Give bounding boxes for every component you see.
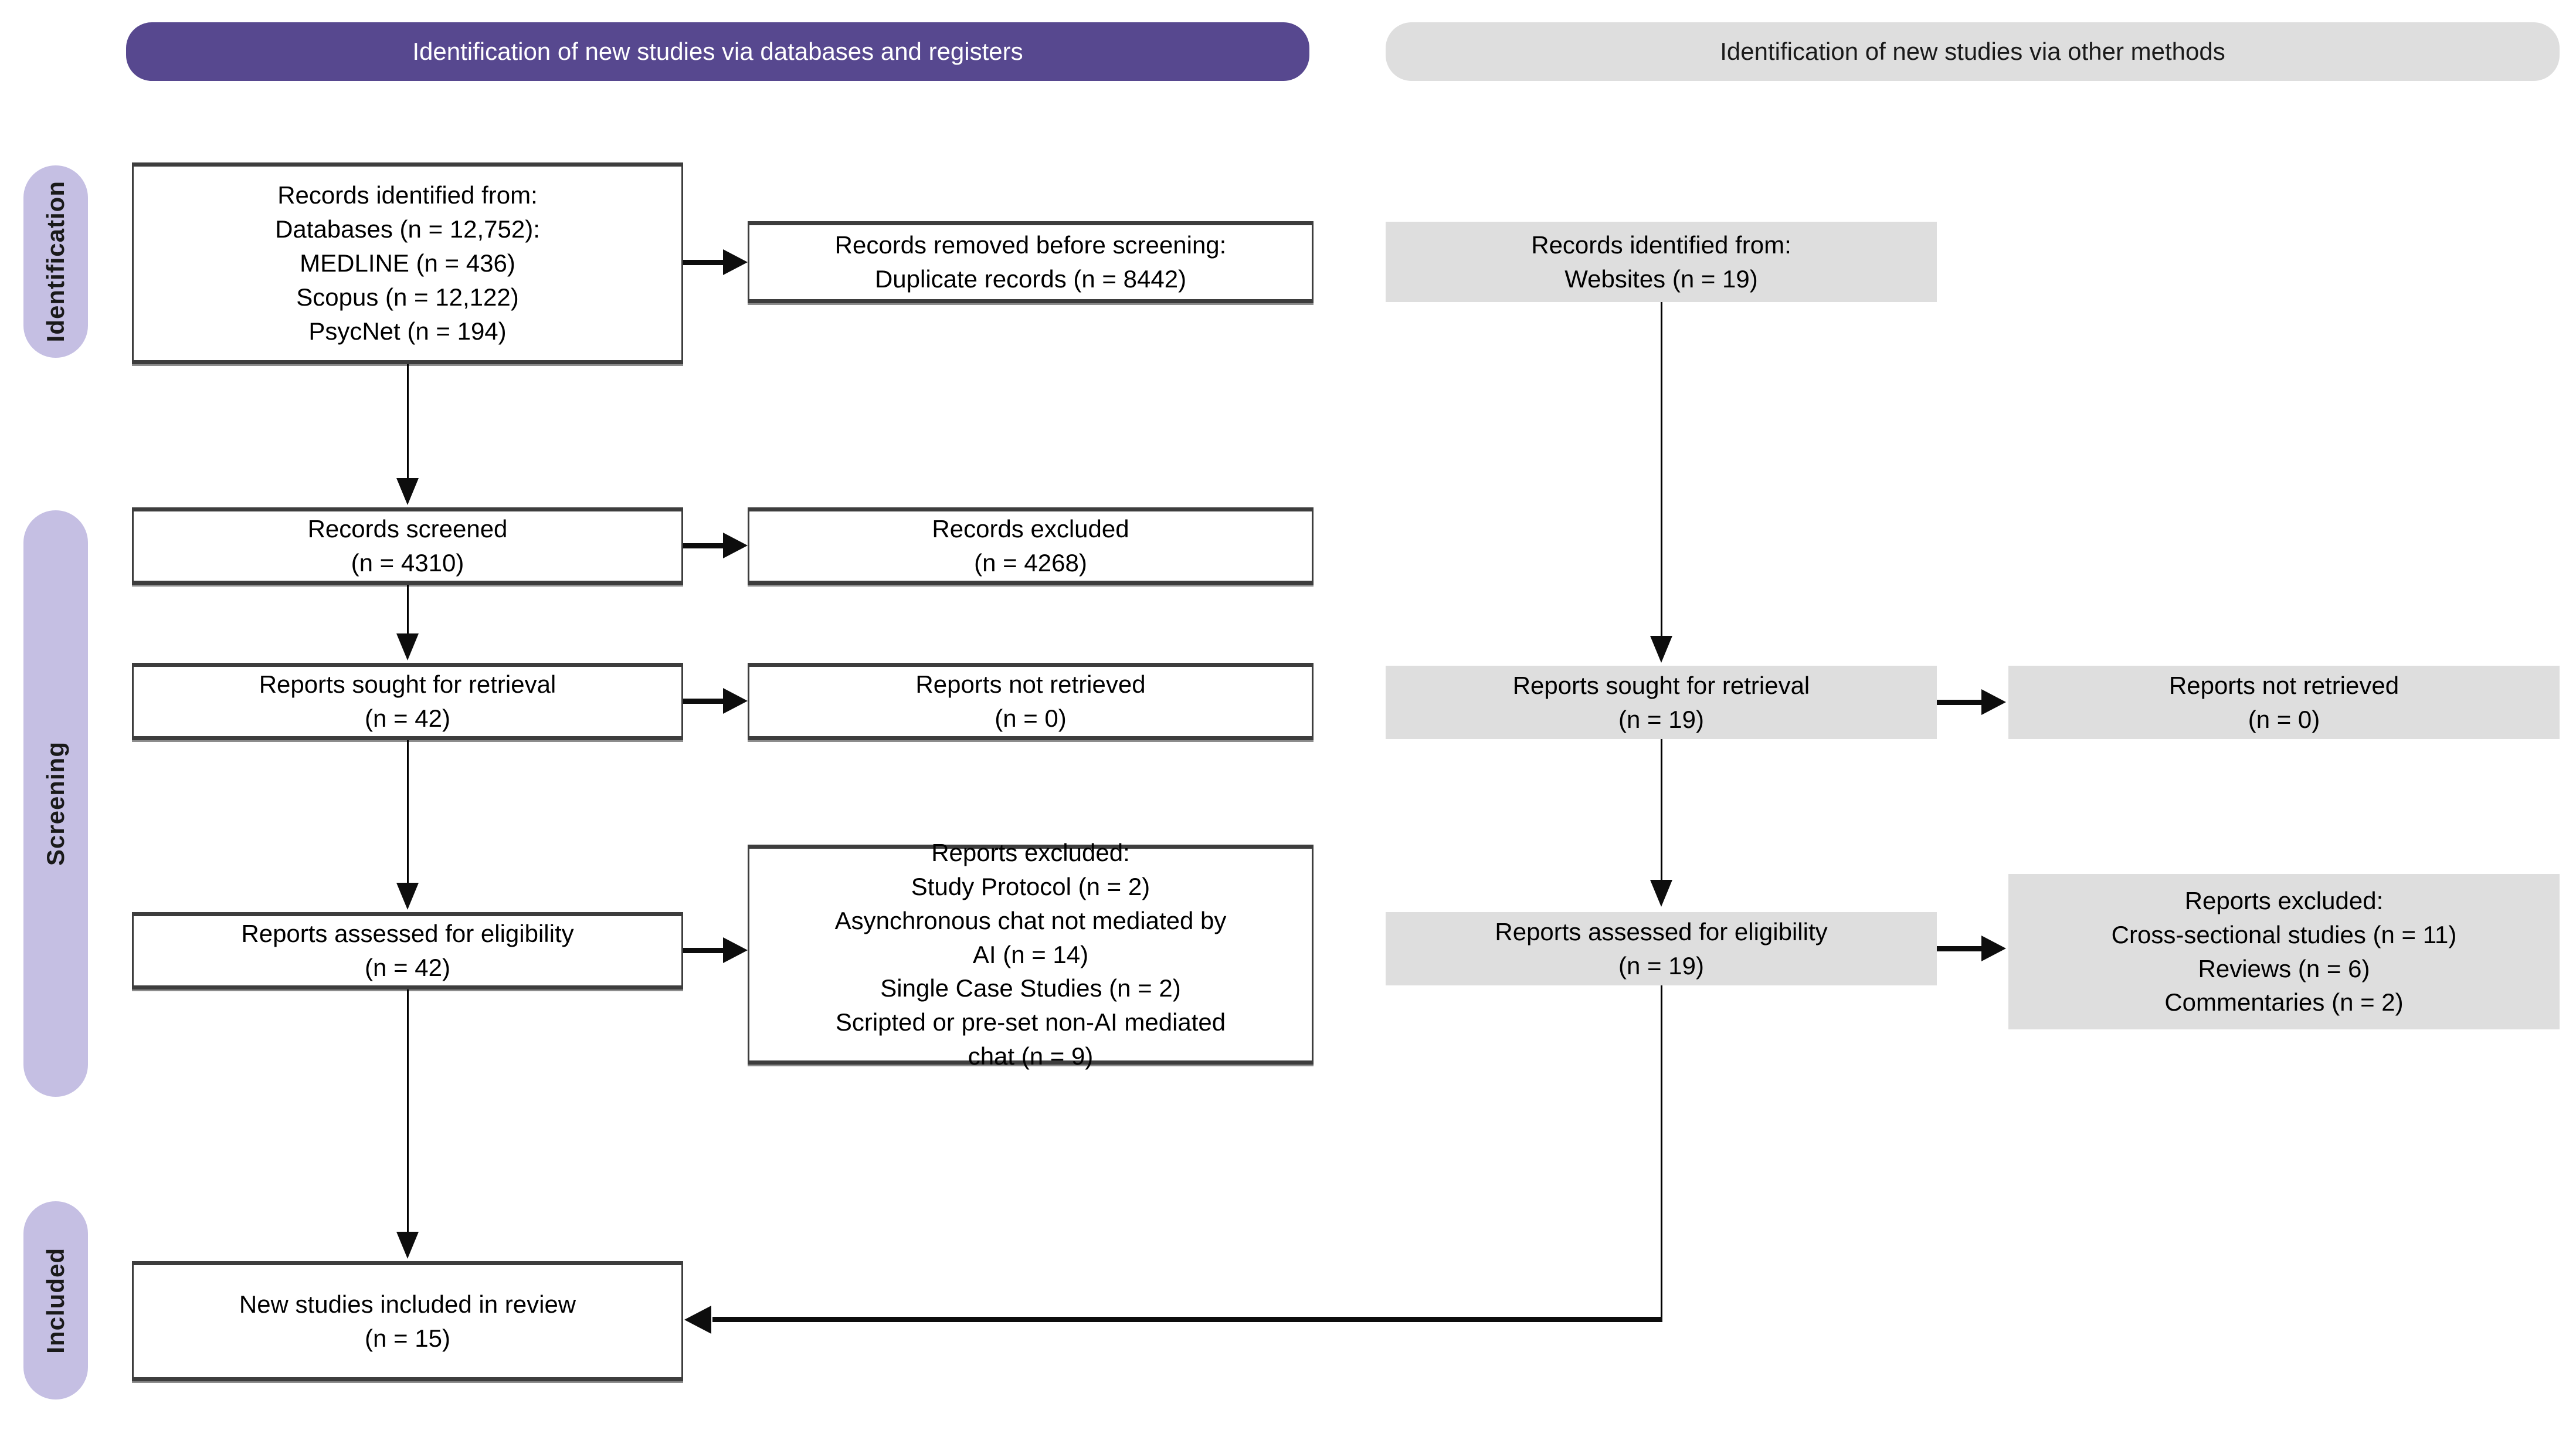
connector-websites-to-sought <box>1661 302 1662 639</box>
box-other-reports-sought-text: Reports sought for retrieval (n = 19) <box>1512 671 1810 733</box>
box-records-screened-text: Records screened (n = 4310) <box>307 515 508 577</box>
stage-label-identification: Identification <box>42 181 69 343</box>
box-records-removed: Records removed before screening: Duplic… <box>748 221 1314 303</box>
connector-screened-to-excluded <box>683 543 725 548</box>
connector-assessed-to-included <box>407 990 409 1236</box>
box-reports-assessed-text: Reports assessed for eligibility (n = 42… <box>241 920 574 981</box>
box-reports-excluded: Reports excluded: Study Protocol (n = 2)… <box>748 839 1314 1070</box>
arrowhead-identified-to-removed <box>723 249 748 275</box>
arrowhead-assessed-to-excluded <box>723 937 748 963</box>
connector-other-sought-to-assessed <box>1661 739 1662 885</box>
box-records-removed-text: Records removed before screening: Duplic… <box>834 231 1227 293</box>
arrowhead-screened-to-sought <box>396 633 419 660</box>
box-records-identified: Records identified from: Databases (n = … <box>132 162 683 364</box>
arrowhead-other-sought-to-not-retrieved <box>1981 689 2006 715</box>
arrowhead-other-sought-to-assessed <box>1650 880 1672 907</box>
box-other-reports-not-retrieved-text: Reports not retrieved (n = 0) <box>2168 671 2399 733</box>
connector-sought-to-not-retrieved <box>683 699 725 704</box>
box-records-identified-text: Records identified from: Databases (n = … <box>275 181 540 345</box>
arrowhead-other-assessed-to-excluded <box>1981 936 2006 961</box>
box-other-records-identified-text: Records identified from: Websites (n = 1… <box>1531 231 1791 293</box>
connector-other-sought-to-not-retrieved <box>1937 700 1984 705</box>
connector-sought-to-assessed <box>407 740 409 887</box>
box-other-reports-excluded: Reports excluded: Cross-sectional studie… <box>2008 874 2560 1029</box>
arrowhead-sought-to-assessed <box>396 883 419 910</box>
connector-assessed-to-excluded <box>683 948 725 953</box>
box-other-reports-sought: Reports sought for retrieval (n = 19) <box>1386 666 1937 739</box>
column-header-databases: Identification of new studies via databa… <box>126 22 1309 81</box>
stage-pill-identification: Identification <box>23 165 88 358</box>
box-other-reports-excluded-text: Reports excluded: Cross-sectional studie… <box>2111 886 2457 1016</box>
connector-screened-to-sought <box>407 585 409 638</box>
box-reports-assessed: Reports assessed for eligibility (n = 42… <box>132 912 683 990</box>
connector-other-assessed-down <box>1661 985 1662 1320</box>
box-reports-not-retrieved-text: Reports not retrieved (n = 0) <box>915 670 1146 732</box>
arrowhead-websites-to-sought <box>1650 636 1672 663</box>
box-new-studies-included-text: New studies included in review (n = 15) <box>239 1290 576 1352</box>
stage-label-included: Included <box>42 1247 69 1354</box>
box-other-reports-not-retrieved: Reports not retrieved (n = 0) <box>2008 666 2560 739</box>
arrowhead-other-to-included <box>684 1306 711 1334</box>
column-header-other-methods-label: Identification of new studies via other … <box>1720 37 2225 65</box>
box-new-studies-included: New studies included in review (n = 15) <box>132 1261 683 1381</box>
box-other-reports-assessed-text: Reports assessed for eligibility (n = 19… <box>1495 917 1828 980</box>
stage-pill-screening: Screening <box>23 510 88 1097</box>
column-header-databases-label: Identification of new studies via databa… <box>412 37 1023 65</box>
arrowhead-identified-to-screened <box>396 478 419 505</box>
arrowhead-sought-to-not-retrieved <box>723 688 748 714</box>
box-other-records-identified: Records identified from: Websites (n = 1… <box>1386 222 1937 302</box>
connector-other-assessed-to-excluded <box>1937 946 1984 951</box>
connector-other-to-included-horizontal <box>712 1317 1662 1322</box>
box-reports-sought: Reports sought for retrieval (n = 42) <box>132 663 683 740</box>
connector-identified-to-screened <box>407 364 409 482</box>
stage-label-screening: Screening <box>42 741 69 866</box>
column-header-other-methods: Identification of new studies via other … <box>1386 22 2560 81</box>
box-reports-excluded-text: Reports excluded: Study Protocol (n = 2)… <box>834 838 1227 1070</box>
box-records-excluded: Records excluded (n = 4268) <box>748 507 1314 585</box>
connector-identified-to-removed <box>683 260 725 265</box>
arrowhead-screened-to-excluded <box>723 533 748 558</box>
box-other-reports-assessed: Reports assessed for eligibility (n = 19… <box>1386 912 1937 985</box>
box-reports-sought-text: Reports sought for retrieval (n = 42) <box>259 670 556 732</box>
box-records-screened: Records screened (n = 4310) <box>132 507 683 585</box>
box-records-excluded-text: Records excluded (n = 4268) <box>932 515 1129 577</box>
box-reports-not-retrieved: Reports not retrieved (n = 0) <box>748 663 1314 740</box>
arrowhead-assessed-to-included <box>396 1232 419 1259</box>
stage-pill-included: Included <box>23 1201 88 1399</box>
